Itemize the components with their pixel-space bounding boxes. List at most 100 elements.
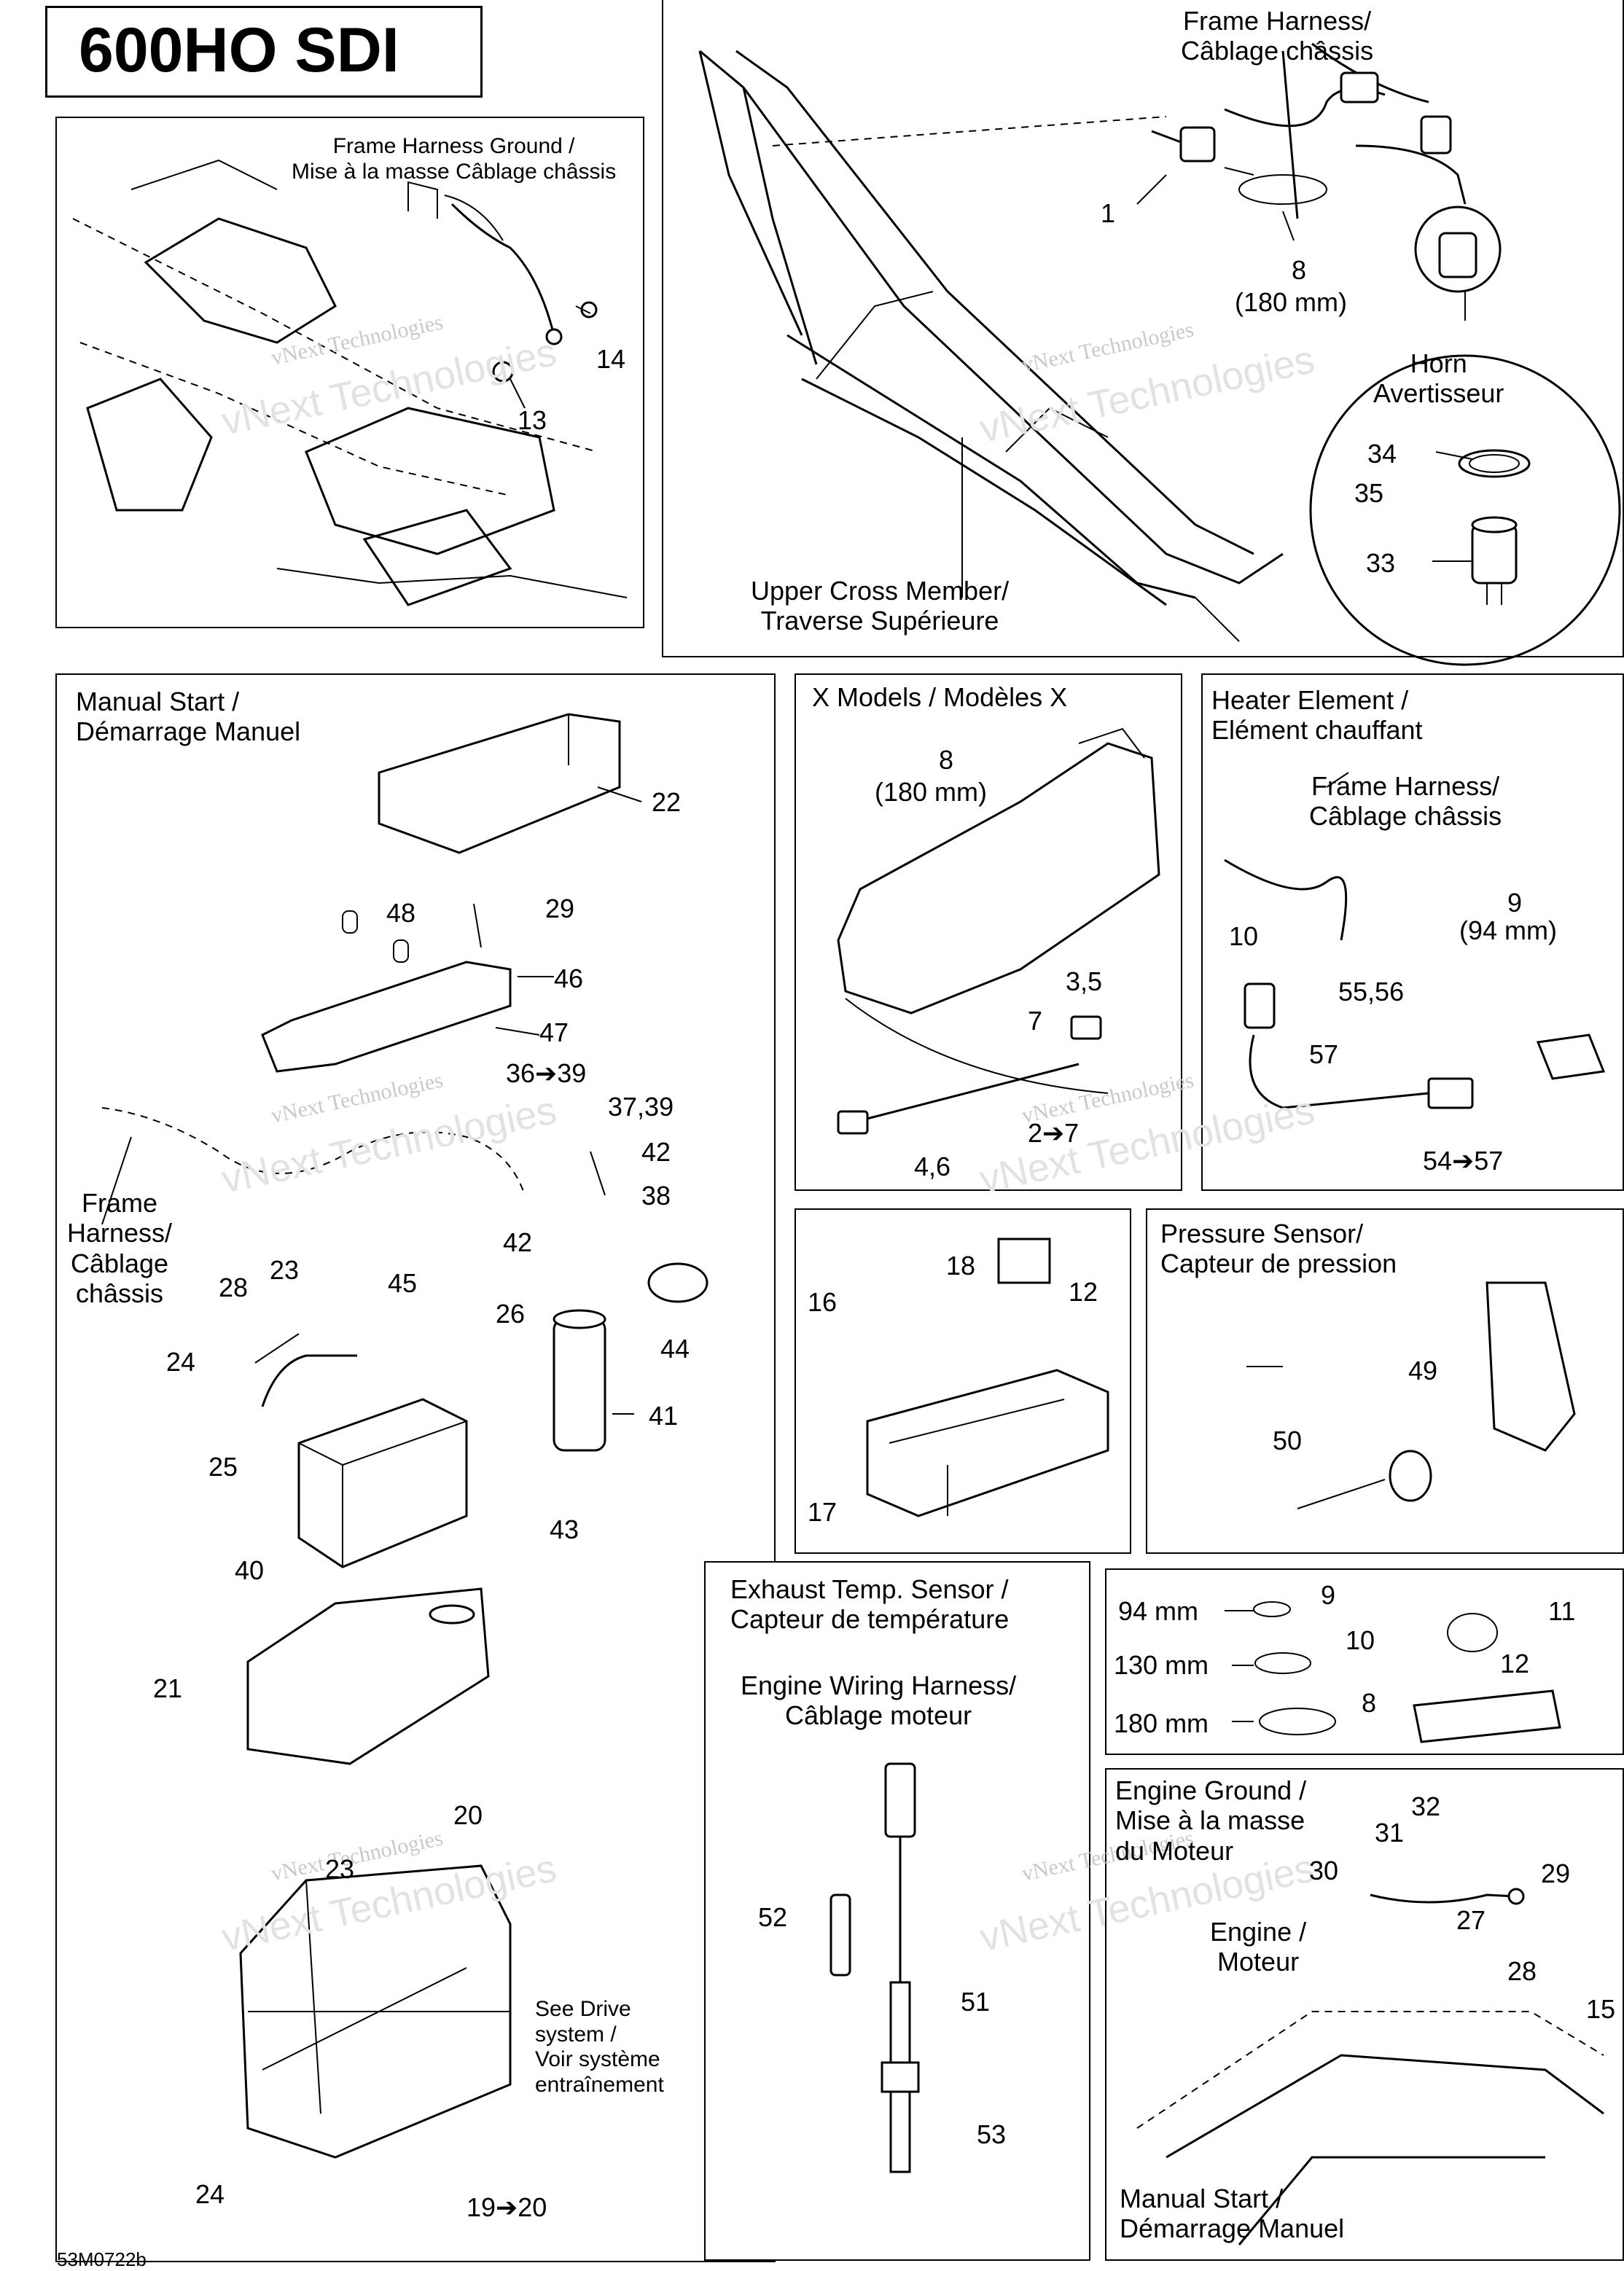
part-number: 12: [1500, 1649, 1530, 1678]
part-number: 34: [1367, 439, 1397, 469]
part-number: 4,6: [914, 1152, 951, 1181]
part-number: 48: [386, 898, 416, 928]
tie-size: (180 mm): [1235, 287, 1348, 317]
part-number: 17: [808, 1497, 838, 1527]
part-number: 16: [808, 1287, 838, 1317]
part-number: 11: [1548, 1596, 1576, 1626]
panel-engine-ground: [1105, 1768, 1624, 2261]
part-number: 8: [1362, 1688, 1377, 1718]
part-number: 51: [961, 1987, 991, 2017]
frame-harness-label: Frame Harness/ Câblage châssis: [67, 1188, 173, 1309]
part-number: 42: [503, 1227, 533, 1257]
part-number: 24: [166, 1347, 196, 1377]
tie-size: (180 mm): [875, 777, 988, 807]
title-box: [45, 6, 483, 98]
part-number: 43: [550, 1514, 579, 1544]
tie-size: 94 mm: [1118, 1596, 1199, 1626]
tie-size: 130 mm: [1114, 1650, 1209, 1680]
page-title: 600HO SDI: [79, 15, 399, 85]
leaders: [254, 174, 1473, 1722]
part-number: 24: [195, 2179, 225, 2209]
part-number: 9: [1507, 888, 1523, 918]
panel-frame-top-border: [662, 0, 1624, 657]
part-number: 14: [596, 344, 626, 374]
part-number: 26: [496, 1299, 526, 1329]
see-drive-system-note: See Drive system / Voir système entraîne…: [535, 1997, 664, 2097]
part-number: 27: [1456, 1905, 1486, 1935]
part-number: 7: [1028, 1006, 1043, 1036]
part-number: 25: [208, 1452, 238, 1482]
part-number: 47: [539, 1017, 569, 1047]
part-number: 41: [649, 1401, 679, 1431]
part-number: 30: [1309, 1856, 1339, 1885]
part-number: 13: [518, 405, 547, 435]
exhaust-sensor-art: [829, 1762, 920, 2173]
frame-harness-label: Frame Harness/ Câblage châssis: [1181, 6, 1374, 66]
fuel-tank-art: [837, 727, 1160, 1135]
diagram-code: 53M0722b: [57, 2248, 147, 2270]
part-number: 33: [1366, 548, 1396, 578]
part-number: 2➔7: [1028, 1118, 1080, 1148]
fuse-box-art: [866, 1238, 1109, 1517]
part-number: 54➔57: [1423, 1146, 1504, 1176]
exhaust-label: Exhaust Temp. Sensor / Capteur de tempér…: [730, 1574, 1010, 1635]
frame-harness-label: Frame Harness/ Câblage châssis: [1309, 771, 1502, 832]
part-number: 37,39: [608, 1092, 674, 1122]
panel-frame-ground: [55, 117, 644, 628]
part-number: 20: [453, 1800, 483, 1830]
engine-label: Engine / Moteur: [1210, 1917, 1307, 1977]
tie-size: (94 mm): [1459, 915, 1557, 945]
part-number: 53: [977, 2119, 1007, 2149]
part-number: 18: [946, 1251, 976, 1281]
engine-ground-art: [1136, 1888, 1604, 2245]
part-number: 10: [1346, 1625, 1375, 1655]
part-number: 22: [652, 787, 682, 817]
part-number: 1: [1101, 198, 1116, 228]
part-number: 8: [1292, 255, 1307, 285]
part-number: 23: [325, 1854, 355, 1884]
part-number: 40: [235, 1555, 265, 1585]
part-number: 19➔20: [466, 2192, 547, 2222]
ties-art: [1253, 1601, 1561, 1743]
part-number: 12: [1069, 1277, 1098, 1307]
manual-start-label: Manual Start / Démarrage Manuel: [1120, 2184, 1345, 2244]
heater-art: [1224, 859, 1606, 1109]
part-number: 35: [1354, 478, 1384, 508]
cross-member-label: Upper Cross Member/ Traverse Supérieure: [751, 576, 1010, 636]
x-models-label: X Models / Modèles X: [812, 682, 1068, 712]
part-number: 23: [270, 1255, 300, 1285]
part-number: 32: [1411, 1791, 1441, 1821]
heater-label: Heater Element / Elément chauffant: [1211, 685, 1423, 746]
part-number: 46: [554, 963, 584, 993]
panel-heater: [1201, 673, 1624, 1191]
part-number: 55,56: [1338, 977, 1405, 1006]
part-number: 57: [1309, 1039, 1339, 1069]
horn-label: Horn Avertisseur: [1373, 348, 1504, 409]
part-number: 21: [153, 1673, 183, 1703]
part-number: 29: [545, 894, 575, 923]
part-number: 15: [1586, 1994, 1616, 2024]
part-number: 29: [1541, 1858, 1571, 1888]
part-number: 50: [1273, 1426, 1303, 1455]
part-number: 10: [1229, 921, 1259, 951]
part-number: 42: [641, 1137, 671, 1167]
part-number: 38: [641, 1181, 671, 1211]
pressure-label: Pressure Sensor/ Capteur de pression: [1160, 1219, 1397, 1279]
part-number: 49: [1408, 1356, 1438, 1385]
part-number: 44: [660, 1334, 690, 1364]
frame-truss: [698, 42, 1621, 666]
part-number: 28: [1507, 1956, 1537, 1986]
engine-ground-label: Engine Ground / Mise à la masse du Moteu…: [1115, 1775, 1307, 1866]
pressure-sensor-art: [1297, 1281, 1576, 1509]
manual-start-label: Manual Start / Démarrage Manuel: [76, 687, 301, 747]
frame-ground-sketch: [72, 159, 628, 606]
tie-size: 180 mm: [1114, 1708, 1209, 1738]
part-number: 9: [1321, 1580, 1336, 1610]
part-number: 28: [219, 1273, 249, 1302]
part-number: 36➔39: [506, 1058, 587, 1088]
part-number: 52: [758, 1902, 788, 1932]
part-number: 31: [1375, 1818, 1405, 1848]
part-number: 3,5: [1066, 966, 1103, 996]
frame-ground-label: Frame Harness Ground / Mise à la masse C…: [292, 134, 617, 184]
